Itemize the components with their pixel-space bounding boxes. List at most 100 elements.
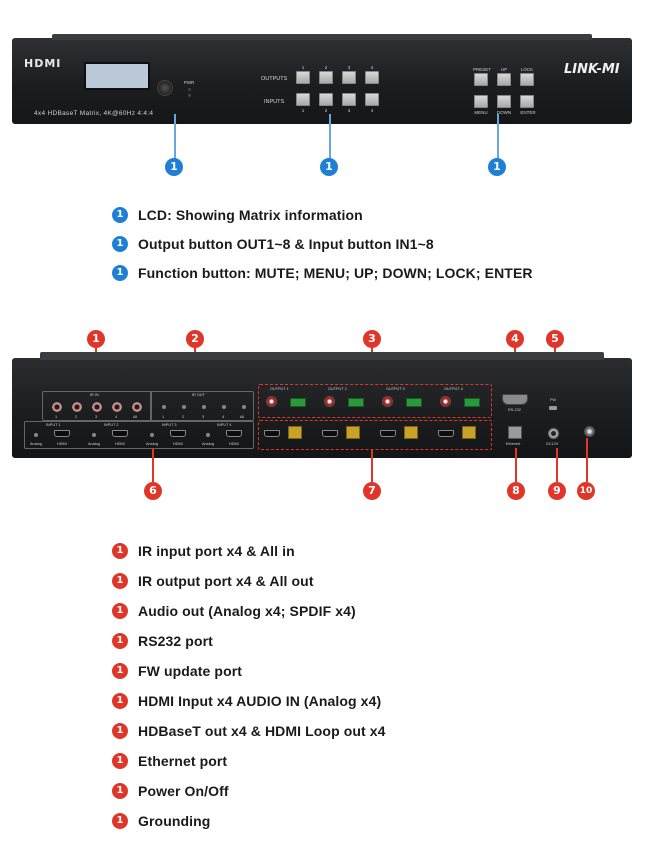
ir-in-jack-4[interactable]	[112, 402, 122, 412]
enter-button[interactable]	[520, 95, 534, 108]
ir-out-port-1[interactable]	[162, 405, 166, 409]
spdif-out-2[interactable]	[324, 396, 335, 407]
output-button-3[interactable]	[342, 71, 356, 84]
device-subtitle: 4x4 HDBaseT Matrix, 4K@60Hz 4:4:4	[34, 110, 154, 117]
back-legend-item-10: 1 Grounding	[112, 813, 210, 829]
fw-usb-port[interactable]	[549, 406, 557, 410]
ir-in-num-all: All	[133, 415, 138, 419]
up-button[interactable]	[497, 73, 511, 86]
rs232-port[interactable]	[502, 394, 528, 405]
spdif-out-1[interactable]	[266, 396, 277, 407]
legend-text: Audio out (Analog x4; SPDIF x4)	[138, 603, 356, 619]
dc-label: DC12V	[546, 442, 559, 446]
input-button-3[interactable]	[342, 93, 356, 106]
output-button-2[interactable]	[319, 71, 333, 84]
input-button-2[interactable]	[319, 93, 333, 106]
ir-out-num-1: 1	[162, 415, 165, 419]
ir-in-jack-1[interactable]	[52, 402, 62, 412]
hdmi-in-1[interactable]	[54, 430, 70, 437]
spdif-out-3[interactable]	[382, 396, 393, 407]
hdmi-loop-out-4[interactable]	[438, 430, 454, 437]
front-leader-buttons	[329, 114, 331, 160]
front-callout-lcd: 1	[165, 158, 183, 176]
hdbaset-out-2[interactable]	[346, 426, 360, 439]
ir-in-label: IR IN	[90, 393, 99, 397]
analog-out-4[interactable]	[464, 398, 480, 407]
back-legend-item-7: 1 HDBaseT out x4 & HDMI Loop out x4	[112, 723, 386, 739]
ir-out-block	[150, 391, 254, 421]
hdmi-in-3[interactable]	[170, 430, 186, 437]
input-button-1[interactable]	[296, 93, 310, 106]
back-legend-item-3: 1 Audio out (Analog x4; SPDIF x4)	[112, 603, 356, 619]
input-num-4: 4	[370, 108, 374, 113]
audio-out-dashed-box	[258, 384, 492, 418]
analog-sub-1: Analog	[30, 442, 42, 446]
power-switch[interactable]	[548, 428, 559, 439]
input-2-label: INPUT 2	[104, 423, 119, 427]
analog-in-2[interactable]	[92, 433, 96, 437]
ir-out-port-4[interactable]	[222, 405, 226, 409]
front-leader-lcd	[174, 114, 176, 160]
legend-text: IR output port x4 & All out	[138, 573, 314, 589]
legend-text: Function button: MUTE; MENU; UP; DOWN; L…	[138, 265, 533, 281]
down-button[interactable]	[497, 95, 511, 108]
hdbaset-out-4[interactable]	[462, 426, 476, 439]
power-knob[interactable]	[157, 80, 173, 96]
analog-out-3[interactable]	[406, 398, 422, 407]
front-panel: HDMI 4x4 HDBaseT Matrix, 4K@60Hz 4:4:4 P…	[12, 34, 632, 124]
hdbaset-out-1[interactable]	[288, 426, 302, 439]
lcd-display	[84, 62, 150, 90]
back-callout-4: 4	[506, 330, 524, 348]
hdmi-in-4[interactable]	[226, 430, 242, 437]
hdbaset-out-3[interactable]	[404, 426, 418, 439]
analog-out-2[interactable]	[348, 398, 364, 407]
front-legend-item-lcd: 1 LCD: Showing Matrix information	[112, 207, 363, 223]
analog-in-3[interactable]	[150, 433, 154, 437]
back-panel: IR IN 1 2 3 4 All IR OUT 1 2 3 4 All INP…	[12, 352, 632, 458]
output-num-4: 4	[370, 65, 374, 70]
preset-button[interactable]	[474, 73, 488, 86]
ir-out-port-2[interactable]	[182, 405, 186, 409]
legend-text: IR input port x4 & All in	[138, 543, 295, 559]
output-num-3: 3	[347, 65, 351, 70]
grounding-terminal[interactable]	[584, 426, 595, 437]
output-4-label: OUTPUT 4	[444, 387, 463, 391]
back-callout-1: 1	[87, 330, 105, 348]
enter-label: ENTER	[520, 110, 536, 115]
back-leader-6	[152, 448, 154, 482]
lock-button[interactable]	[520, 73, 534, 86]
analog-in-1[interactable]	[34, 433, 38, 437]
link-mi-brand: LINK-MI	[564, 62, 620, 77]
analog-sub-3: Analog	[146, 442, 158, 446]
legend-text: RS232 port	[138, 633, 213, 649]
ir-out-port-3[interactable]	[202, 405, 206, 409]
back-callout-6: 6	[144, 482, 162, 500]
ir-in-jack-3[interactable]	[92, 402, 102, 412]
legend-text: LCD: Showing Matrix information	[138, 207, 363, 223]
legend-badge: 1	[112, 265, 128, 281]
ethernet-port[interactable]	[508, 426, 522, 439]
back-callout-7: 7	[363, 482, 381, 500]
back-panel-top-edge	[40, 352, 604, 360]
menu-button[interactable]	[474, 95, 488, 108]
legend-badge: 1	[112, 723, 128, 739]
status-led-1	[188, 88, 191, 91]
inputs-row-label: INPUTS	[264, 99, 285, 105]
output-button-1[interactable]	[296, 71, 310, 84]
ir-in-jack-2[interactable]	[72, 402, 82, 412]
legend-badge: 1	[112, 603, 128, 619]
hdmi-in-2[interactable]	[112, 430, 128, 437]
analog-out-1[interactable]	[290, 398, 306, 407]
hdmi-loop-out-2[interactable]	[322, 430, 338, 437]
analog-in-4[interactable]	[206, 433, 210, 437]
output-1-label: OUTPUT 1	[270, 387, 289, 391]
ir-in-jack-all[interactable]	[132, 402, 142, 412]
hdmi-loop-out-3[interactable]	[380, 430, 396, 437]
legend-text: Output button OUT1~8 & Input button IN1~…	[138, 236, 434, 252]
ir-out-port-all[interactable]	[242, 405, 246, 409]
spdif-out-4[interactable]	[440, 396, 451, 407]
output-button-4[interactable]	[365, 71, 379, 84]
legend-badge: 1	[112, 633, 128, 649]
input-button-4[interactable]	[365, 93, 379, 106]
hdmi-loop-out-1[interactable]	[264, 430, 280, 437]
